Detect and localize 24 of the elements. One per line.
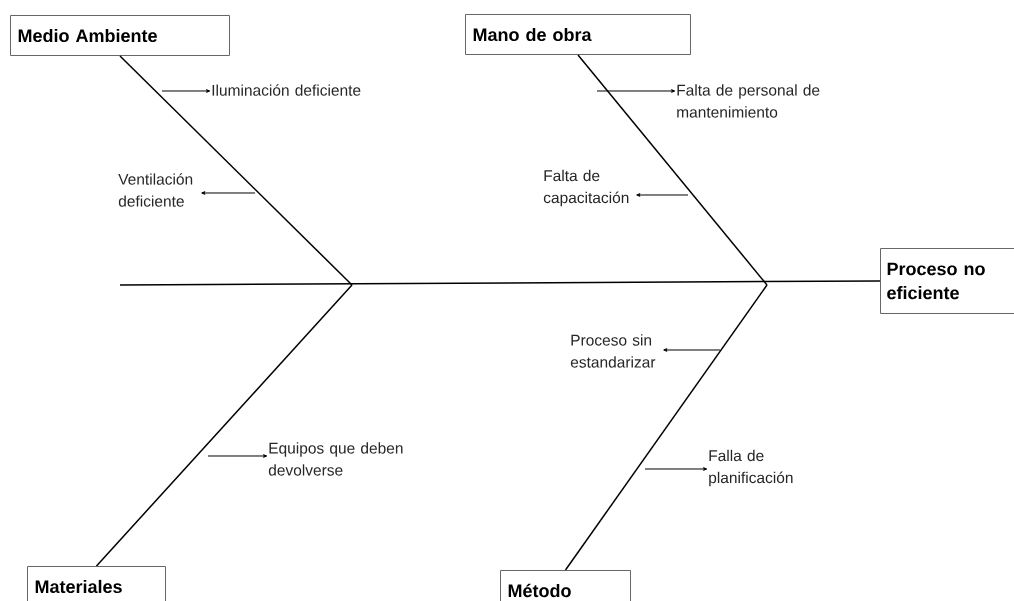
spine-line	[119, 280, 881, 286]
cause-text: Ventilación deficiente	[118, 173, 193, 207]
arrow	[663, 348, 721, 352]
category-box: Método	[500, 570, 631, 601]
cause-text: Falla de planificación	[709, 449, 793, 487]
category-box: Materiales	[27, 566, 166, 601]
bone-line	[119, 55, 353, 286]
cause-text: Equipos que deben devolverse	[268, 442, 403, 476]
bone-line	[577, 54, 768, 286]
arrow	[201, 191, 256, 195]
arrow	[207, 454, 268, 458]
category-box: Mano de obra	[465, 14, 691, 55]
category-box: Medio Ambiente	[10, 15, 230, 56]
arrow	[596, 89, 676, 93]
arrow	[644, 467, 708, 471]
arrow	[636, 193, 689, 197]
bone-line	[564, 284, 768, 571]
arrow	[161, 89, 211, 93]
cause-text: Falta de capacitación	[543, 169, 629, 207]
bone-line	[95, 284, 353, 567]
cause-text: Proceso sin estandarizar	[570, 334, 656, 368]
cause-text: Iluminación deficiente	[212, 84, 361, 96]
effect-box: Proceso no eficiente	[880, 248, 1014, 314]
cause-text: Falta de personal de mantenimiento	[677, 84, 820, 118]
